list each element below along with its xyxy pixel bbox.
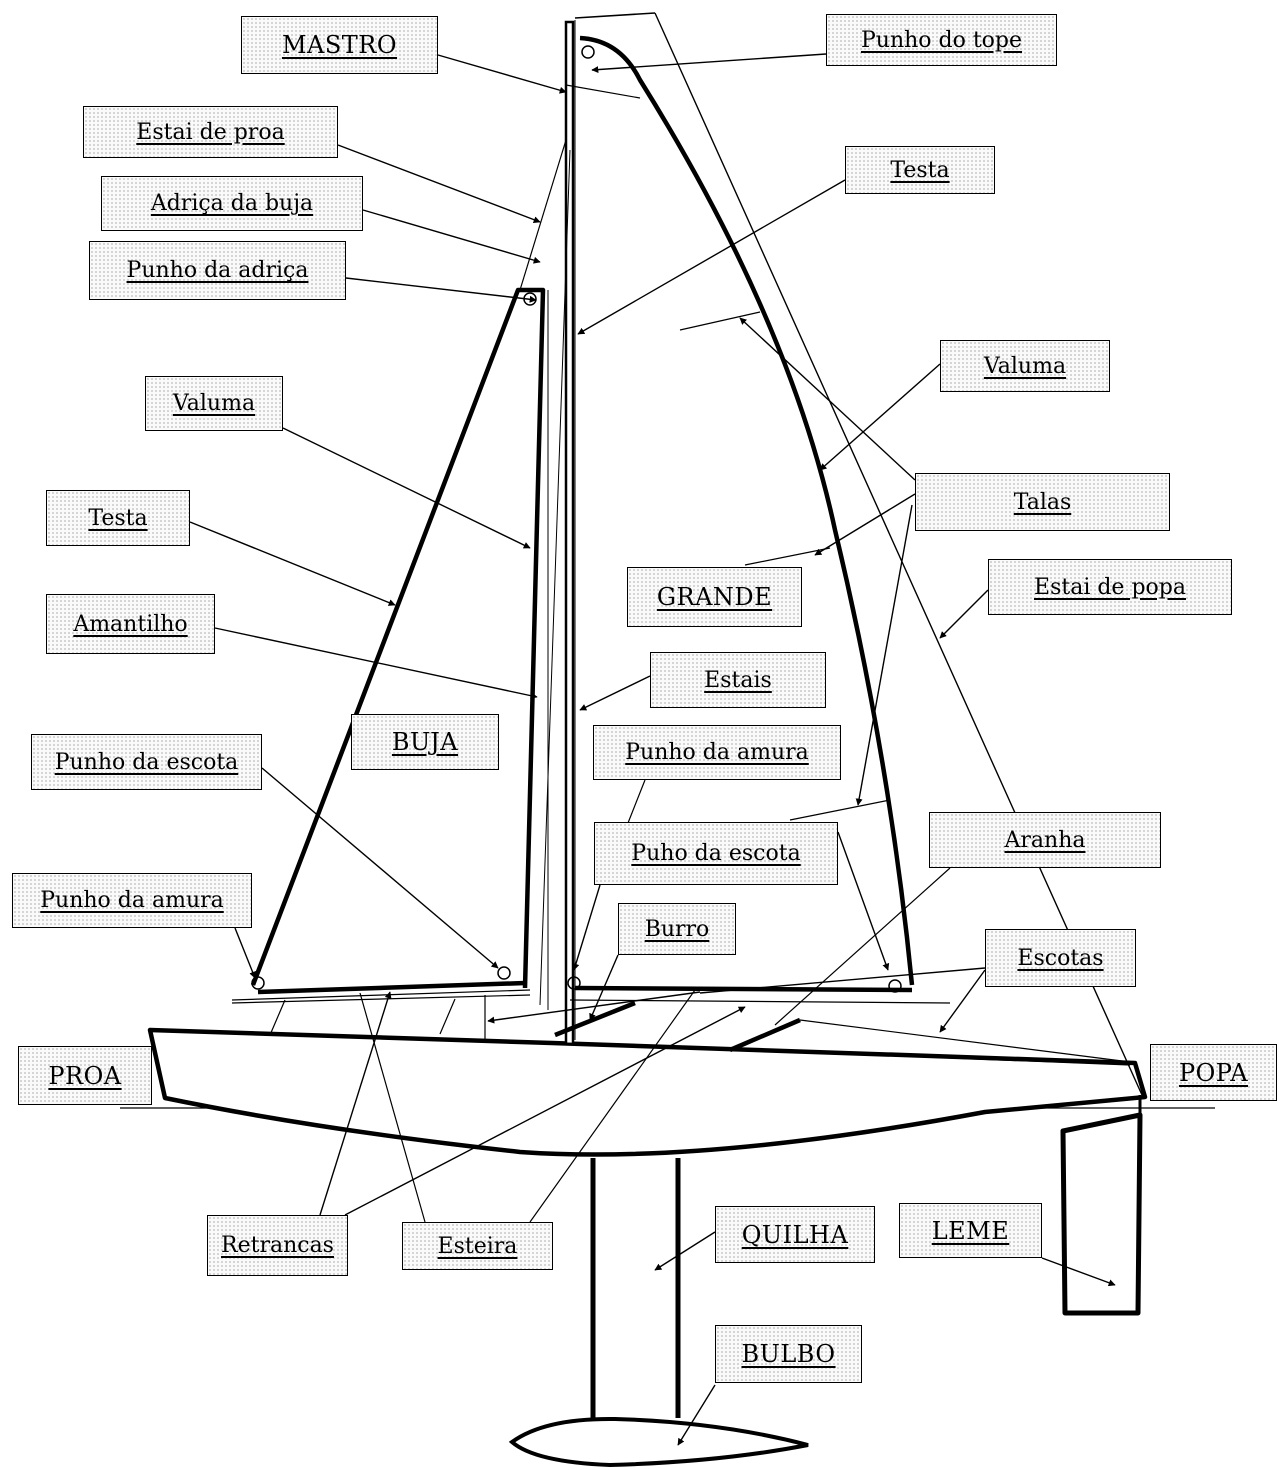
- mast: [566, 13, 655, 1044]
- label-escotas: Escotas: [985, 929, 1136, 987]
- label-puho-da-escota-grande: Puho da escota: [594, 822, 838, 885]
- label-burro: Burro: [618, 903, 736, 955]
- leader-talas-3: [858, 505, 912, 805]
- label-adrica-da-buja: Adriça da buja: [101, 176, 363, 231]
- leader-valuma-buja: [283, 428, 530, 548]
- label-quilha: QUILHA: [715, 1206, 875, 1263]
- leader-mastro: [438, 55, 566, 92]
- label-retrancas: Retrancas: [207, 1215, 348, 1276]
- leader-estai-de-proa: [338, 145, 540, 222]
- leader-quilha: [655, 1232, 715, 1270]
- keel: [593, 1158, 678, 1418]
- label-popa: POPA: [1150, 1044, 1277, 1101]
- label-punho-do-tope: Punho do tope: [826, 14, 1057, 66]
- label-testa-grande: Testa: [845, 146, 995, 194]
- leader-punho-da-amura-buja: [235, 928, 255, 978]
- label-punho-da-escota-buja: Punho da escota: [31, 734, 262, 790]
- label-testa-buja: Testa: [46, 490, 190, 546]
- leader-estais: [580, 676, 650, 710]
- rudder: [1063, 1115, 1140, 1313]
- label-estai-de-proa: Estai de proa: [83, 106, 338, 158]
- label-talas: Talas: [915, 473, 1170, 531]
- label-proa: PROA: [18, 1046, 152, 1105]
- leader-punho-da-adrica: [346, 278, 536, 300]
- label-punho-da-adrica: Punho da adriça: [89, 241, 346, 300]
- label-estais: Estais: [650, 652, 826, 708]
- leader-puho-da-escota-grande-2: [574, 885, 600, 970]
- label-grande: GRANDE: [627, 567, 802, 627]
- leader-escotas-2: [940, 970, 985, 1032]
- leader-testa-buja: [190, 522, 395, 605]
- label-buja: BUJA: [351, 714, 499, 770]
- label-valuma-buja: Valuma: [145, 376, 283, 431]
- label-leme: LEME: [899, 1203, 1042, 1258]
- leader-valuma-grande: [820, 364, 940, 470]
- hull: [150, 1030, 1145, 1155]
- label-punho-da-amura-grande: Punho da amura: [593, 725, 841, 780]
- label-aranha: Aranha: [929, 812, 1161, 868]
- leader-puho-da-escota-grande: [838, 832, 888, 970]
- leader-adrica-da-buja: [363, 210, 540, 262]
- leader-burro-2: [488, 992, 700, 1021]
- leader-talas-1: [740, 318, 915, 480]
- forestay: [520, 140, 566, 290]
- label-esteira: Esteira: [402, 1222, 553, 1270]
- label-mastro: MASTRO: [241, 16, 438, 74]
- leader-amantilho: [215, 628, 537, 697]
- label-estai-de-popa: Estai de popa: [988, 559, 1232, 615]
- leader-estai-de-popa: [940, 590, 988, 638]
- label-bulbo: BULBO: [715, 1325, 862, 1383]
- label-amantilho: Amantilho: [46, 594, 215, 654]
- leader-aranha: [775, 868, 950, 1025]
- keel-bulb: [512, 1419, 808, 1465]
- label-valuma-grande: Valuma: [940, 340, 1110, 392]
- label-punho-da-amura-buja: Punho da amura: [12, 873, 252, 928]
- leader-punho-da-amura-grande: [628, 780, 645, 823]
